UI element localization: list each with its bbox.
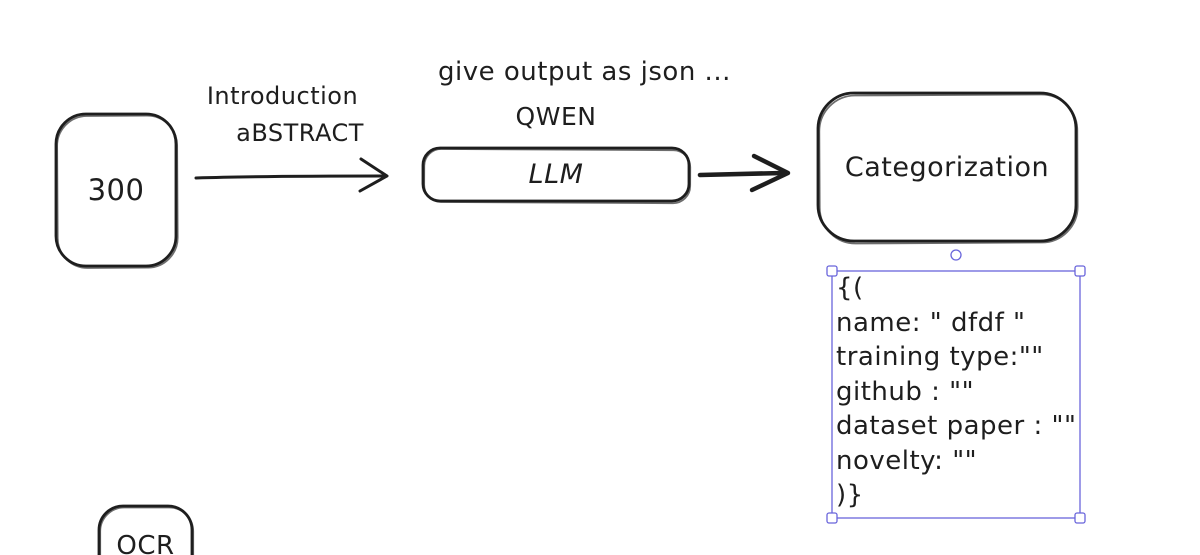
json-note-line: {( <box>836 273 864 303</box>
arrow-label-introduction[interactable]: Introduction <box>206 82 359 110</box>
resize-handle-top-right[interactable] <box>1074 265 1086 277</box>
json-note-line: training type:"" <box>836 342 1044 372</box>
json-note-line: name: " dfdf " <box>836 307 1026 338</box>
json-note-line: dataset paper : "" <box>836 411 1077 441</box>
source-node-shape[interactable] <box>54 112 179 269</box>
model-name-note[interactable]: QWEN <box>515 102 597 131</box>
arrow-source-to-llm[interactable] <box>194 157 389 193</box>
selection-frame <box>831 270 1081 519</box>
arrow-llm-to-categorization[interactable] <box>697 153 791 193</box>
resize-handle-bottom-left[interactable] <box>826 512 838 524</box>
source-node-label: 300 <box>87 173 145 207</box>
json-note-text[interactable]: {( name: " dfdf " training type:"" githu… <box>836 271 1076 513</box>
ocr-node-label: OCR <box>116 531 175 555</box>
categorization-node-shape[interactable] <box>816 91 1079 245</box>
json-note-line: novelty: "" <box>836 445 978 476</box>
json-note-line: )} <box>836 480 864 510</box>
resize-handle-bottom-right[interactable] <box>1074 512 1086 524</box>
llm-node-shape[interactable] <box>421 146 692 205</box>
json-note-line: github : "" <box>836 376 975 407</box>
llm-node-label: LLM <box>528 159 584 190</box>
prompt-note[interactable]: give output as json ... <box>438 57 731 87</box>
resize-handle-top-left[interactable] <box>826 265 838 277</box>
arrow-label-abstract[interactable]: aBSTRACT <box>236 119 364 147</box>
rotate-handle[interactable] <box>950 249 962 261</box>
categorization-node-label: Categorization <box>844 151 1050 183</box>
ocr-node-shape[interactable] <box>97 504 195 555</box>
